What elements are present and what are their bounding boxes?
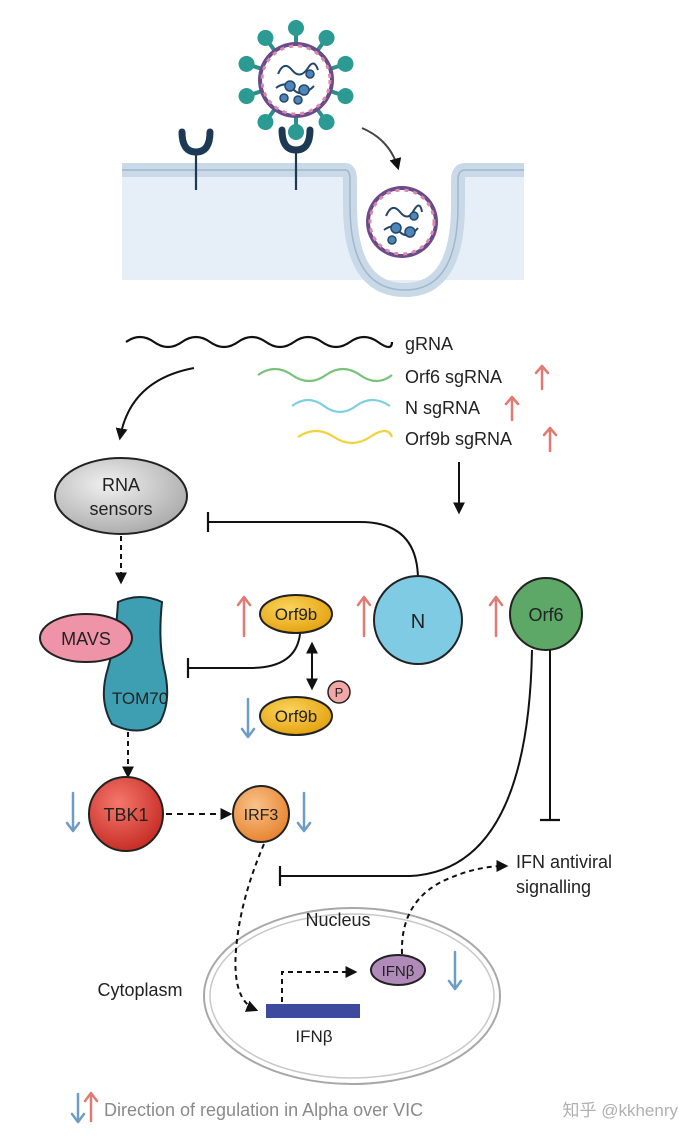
n-sgrna-up-arrow-icon: [504, 395, 520, 422]
ifnb-to-ifn-signalling-arrow: [400, 860, 509, 955]
grna-wave: [125, 335, 394, 349]
svg-text:TOM70: TOM70: [112, 689, 168, 708]
irf3-down-arrow-icon: [296, 791, 312, 833]
receptor-left: [178, 128, 214, 190]
orf6-sgrna-label: Orf6 sgRNA: [405, 367, 502, 387]
svg-text:P: P: [335, 685, 344, 700]
nucleus-label: Nucleus: [305, 910, 370, 930]
svg-text:Orf9b: Orf9b: [275, 605, 318, 624]
legend-text: Direction of regulation in Alpha over VI…: [104, 1100, 423, 1120]
irf3-nuclear-import-arrow: [234, 843, 265, 1012]
n-up-arrow-icon: [356, 595, 372, 638]
svg-text:TBK1: TBK1: [103, 805, 148, 825]
ifnb-down-arrow-icon: [447, 950, 463, 991]
orf6-inhibits-irf3-import-line: [280, 649, 533, 877]
nucleus: [203, 907, 501, 1085]
svg-text:IRF3: IRF3: [244, 807, 279, 824]
svg-text:IFNβ: IFNβ: [382, 963, 415, 980]
n-inhibits-sensors-line: [208, 521, 419, 581]
orf9b-sgrna-wave: [297, 429, 394, 445]
n-node: N: [373, 575, 463, 665]
orf9b-phospho-node: Orf9b: [259, 696, 333, 736]
cell-membrane: [122, 163, 524, 297]
orf6-node: Orf6: [509, 577, 583, 651]
legend-up-arrow-icon: [83, 1091, 99, 1123]
svg-text:RNA: RNA: [102, 475, 140, 495]
mavs-node: MAVS: [39, 613, 133, 663]
rna-to-sensors-arrow: [115, 367, 195, 441]
tbk1-node: TBK1: [88, 776, 164, 852]
tom70-node: TOM70: [102, 596, 168, 732]
orf9b-sgrna-up-arrow-icon: [542, 426, 558, 453]
legend-down-arrow-icon: [70, 1092, 86, 1124]
phospho-badge: P: [327, 680, 351, 704]
ifnb-gene-bar: [266, 1004, 360, 1018]
svg-text:MAVS: MAVS: [61, 629, 111, 649]
tbk1-down-arrow-icon: [65, 791, 81, 833]
watermark: 知乎 @kkhenry: [562, 1101, 678, 1120]
orf9b-down-arrow-icon: [240, 697, 256, 739]
orf9b-node: Orf9b: [259, 594, 333, 634]
svg-text:Orf9b: Orf9b: [275, 707, 318, 726]
svg-text:sensors: sensors: [89, 499, 152, 519]
orf9b-up-arrow-icon: [236, 595, 252, 638]
entry-arrow: [361, 127, 402, 171]
orf9b-sgrna-label: Orf9b sgRNA: [405, 429, 512, 449]
cytoplasm-label: Cytoplasm: [97, 980, 182, 1000]
orf6-sgrna-up-arrow-icon: [534, 364, 550, 391]
irf3-node: IRF3: [232, 785, 290, 843]
receptor-right: [278, 126, 314, 190]
svg-text:N: N: [411, 611, 425, 633]
ifn-signalling-label-line2: signalling: [516, 877, 591, 897]
rna-sensors-node: RNA sensors: [54, 457, 188, 535]
virus-particle-icon: [238, 20, 354, 140]
ifnb-gene-label: IFNβ: [295, 1027, 332, 1046]
svg-text:Orf6: Orf6: [528, 605, 563, 625]
orf6-up-arrow-icon: [488, 595, 504, 638]
orf9b-inhibits-tom70-line: [188, 633, 301, 669]
n-sgrna-label: N sgRNA: [405, 398, 480, 418]
ifnb-protein-node: IFNβ: [370, 954, 426, 986]
n-sgrna-wave: [291, 398, 391, 414]
orf6-sgrna-wave: [257, 367, 393, 383]
grna-label: gRNA: [405, 334, 453, 354]
ifnb-transcription-arrow: [281, 966, 358, 1002]
ifn-signalling-label-line1: IFN antiviral: [516, 852, 612, 872]
internalized-virus-icon: [366, 186, 438, 258]
